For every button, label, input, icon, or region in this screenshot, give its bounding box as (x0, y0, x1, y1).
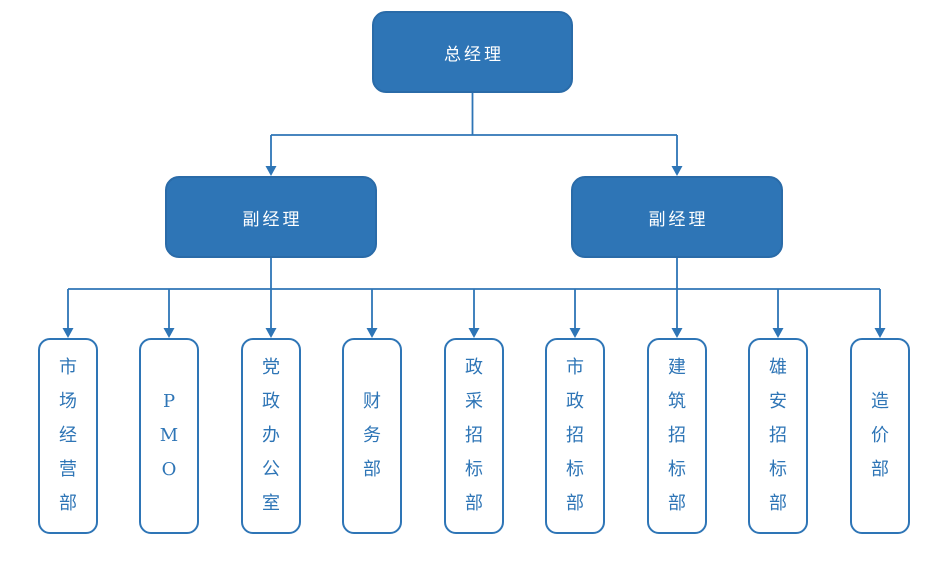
arrowhead-down-icon (265, 328, 277, 338)
node-label: 财务部 (363, 391, 381, 480)
node-dept-finance: 财务部 (342, 338, 402, 534)
node-dept-marketing: 市场经营部 (38, 338, 98, 534)
arrowhead-down-icon (772, 328, 784, 338)
node-label: 建筑招标部 (668, 357, 686, 514)
node-label: 副经理 (648, 209, 709, 230)
node-label: 总经理 (444, 44, 504, 65)
node-general-manager: 总经理 (372, 11, 573, 93)
node-dept-construction-bidding: 建筑招标部 (647, 338, 707, 534)
node-label: 市政招标部 (566, 357, 584, 514)
node-label: 市场经营部 (59, 357, 77, 514)
node-label: 政采招标部 (465, 357, 483, 514)
arrowhead-down-icon (62, 328, 74, 338)
node-label: 雄安招标部 (769, 357, 787, 514)
arrowhead-down-icon (671, 328, 683, 338)
arrowhead-down-icon (874, 328, 886, 338)
arrowhead-down-icon (366, 328, 378, 338)
node-dept-gov-procurement-bidding: 政采招标部 (444, 338, 504, 534)
node-deputy-manager-right: 副经理 (571, 176, 783, 258)
arrowhead-down-icon (569, 328, 581, 338)
node-dept-cost: 造价部 (850, 338, 910, 534)
node-label: 副经理 (242, 209, 303, 230)
arrowhead-down-icon (671, 166, 683, 176)
node-label: 党政办公室 (262, 357, 280, 514)
node-dept-municipal-bidding: 市政招标部 (545, 338, 605, 534)
arrowhead-down-icon (163, 328, 175, 338)
connector-managers-to-departments (62, 258, 886, 338)
node-dept-party-gov-office: 党政办公室 (241, 338, 301, 534)
arrowhead-down-icon (468, 328, 480, 338)
connector-root-to-managers (265, 93, 683, 176)
node-dept-xiongan-bidding: 雄安招标部 (748, 338, 808, 534)
node-deputy-manager-left: 副经理 (165, 176, 377, 258)
node-label: 造价部 (871, 391, 889, 480)
arrowhead-down-icon (265, 166, 277, 176)
